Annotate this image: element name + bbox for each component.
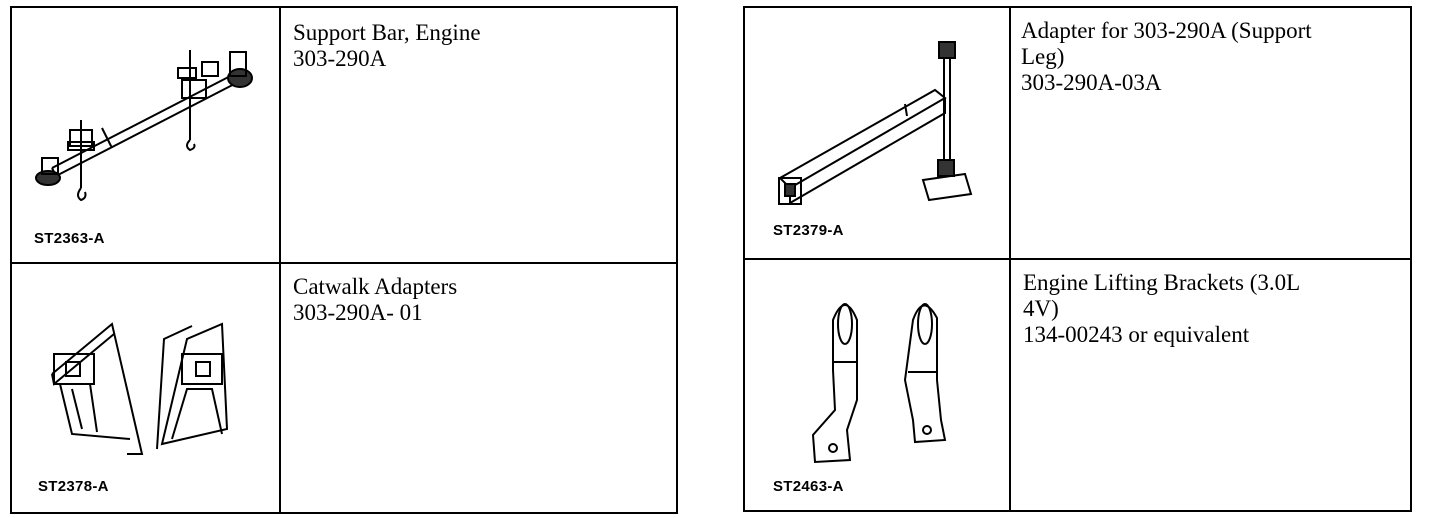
tool-table-left: ST2363-A Support Bar, Engine 303-290A: [10, 6, 678, 514]
tool-description-cell: Adapter for 303-290A (Support Leg) 303-2…: [1011, 8, 1412, 258]
tool-image-cell: ST2379-A: [745, 8, 1009, 258]
part-number: 303-290A- 01: [293, 300, 423, 325]
figure-caption: ST2463-A: [773, 478, 844, 495]
figure-caption: ST2378-A: [38, 478, 109, 495]
tool-table-right: ST2379-A Adapter for 303-290A (Support L…: [743, 6, 1412, 512]
tool-description: Engine Lifting Brackets (3.0L 4V) 134-00…: [1023, 270, 1300, 348]
catwalk-adapters-drawing: [12, 264, 279, 514]
tool-name-line: Leg): [1021, 44, 1065, 69]
tool-description: Adapter for 303-290A (Support Leg) 303-2…: [1021, 18, 1312, 96]
tool-image-cell: ST2463-A: [745, 260, 1009, 512]
tool-name-line: 4V): [1023, 296, 1059, 321]
row-divider: [745, 258, 1410, 260]
tool-name: Support Bar, Engine: [293, 20, 481, 45]
row-divider: [12, 262, 676, 264]
tool-name: Catwalk Adapters: [293, 274, 458, 299]
tool-description-cell: Support Bar, Engine 303-290A: [281, 8, 678, 262]
figure-caption: ST2379-A: [773, 222, 844, 239]
tool-description: Catwalk Adapters 303-290A- 01: [293, 274, 457, 326]
tool-image-cell: ST2363-A: [12, 8, 279, 262]
tool-name-line: Adapter for 303-290A (Support: [1021, 18, 1312, 43]
part-number: 303-290A-03A: [1021, 70, 1162, 95]
part-number: 134-00243 or equivalent: [1023, 322, 1250, 347]
part-number: 303-290A: [293, 46, 387, 71]
engine-lifting-brackets-drawing: [745, 260, 1009, 512]
tool-description: Support Bar, Engine 303-290A: [293, 20, 481, 72]
tool-image-cell: ST2378-A: [12, 264, 279, 514]
engine-support-bar-drawing: [12, 8, 279, 262]
figure-caption: ST2363-A: [34, 230, 105, 247]
tool-name-line: Engine Lifting Brackets (3.0L: [1023, 270, 1301, 295]
tool-description-cell: Catwalk Adapters 303-290A- 01: [281, 264, 678, 514]
support-leg-adapter-drawing: [745, 8, 1009, 258]
column-divider: [279, 8, 281, 512]
tool-description-cell: Engine Lifting Brackets (3.0L 4V) 134-00…: [1011, 260, 1412, 512]
